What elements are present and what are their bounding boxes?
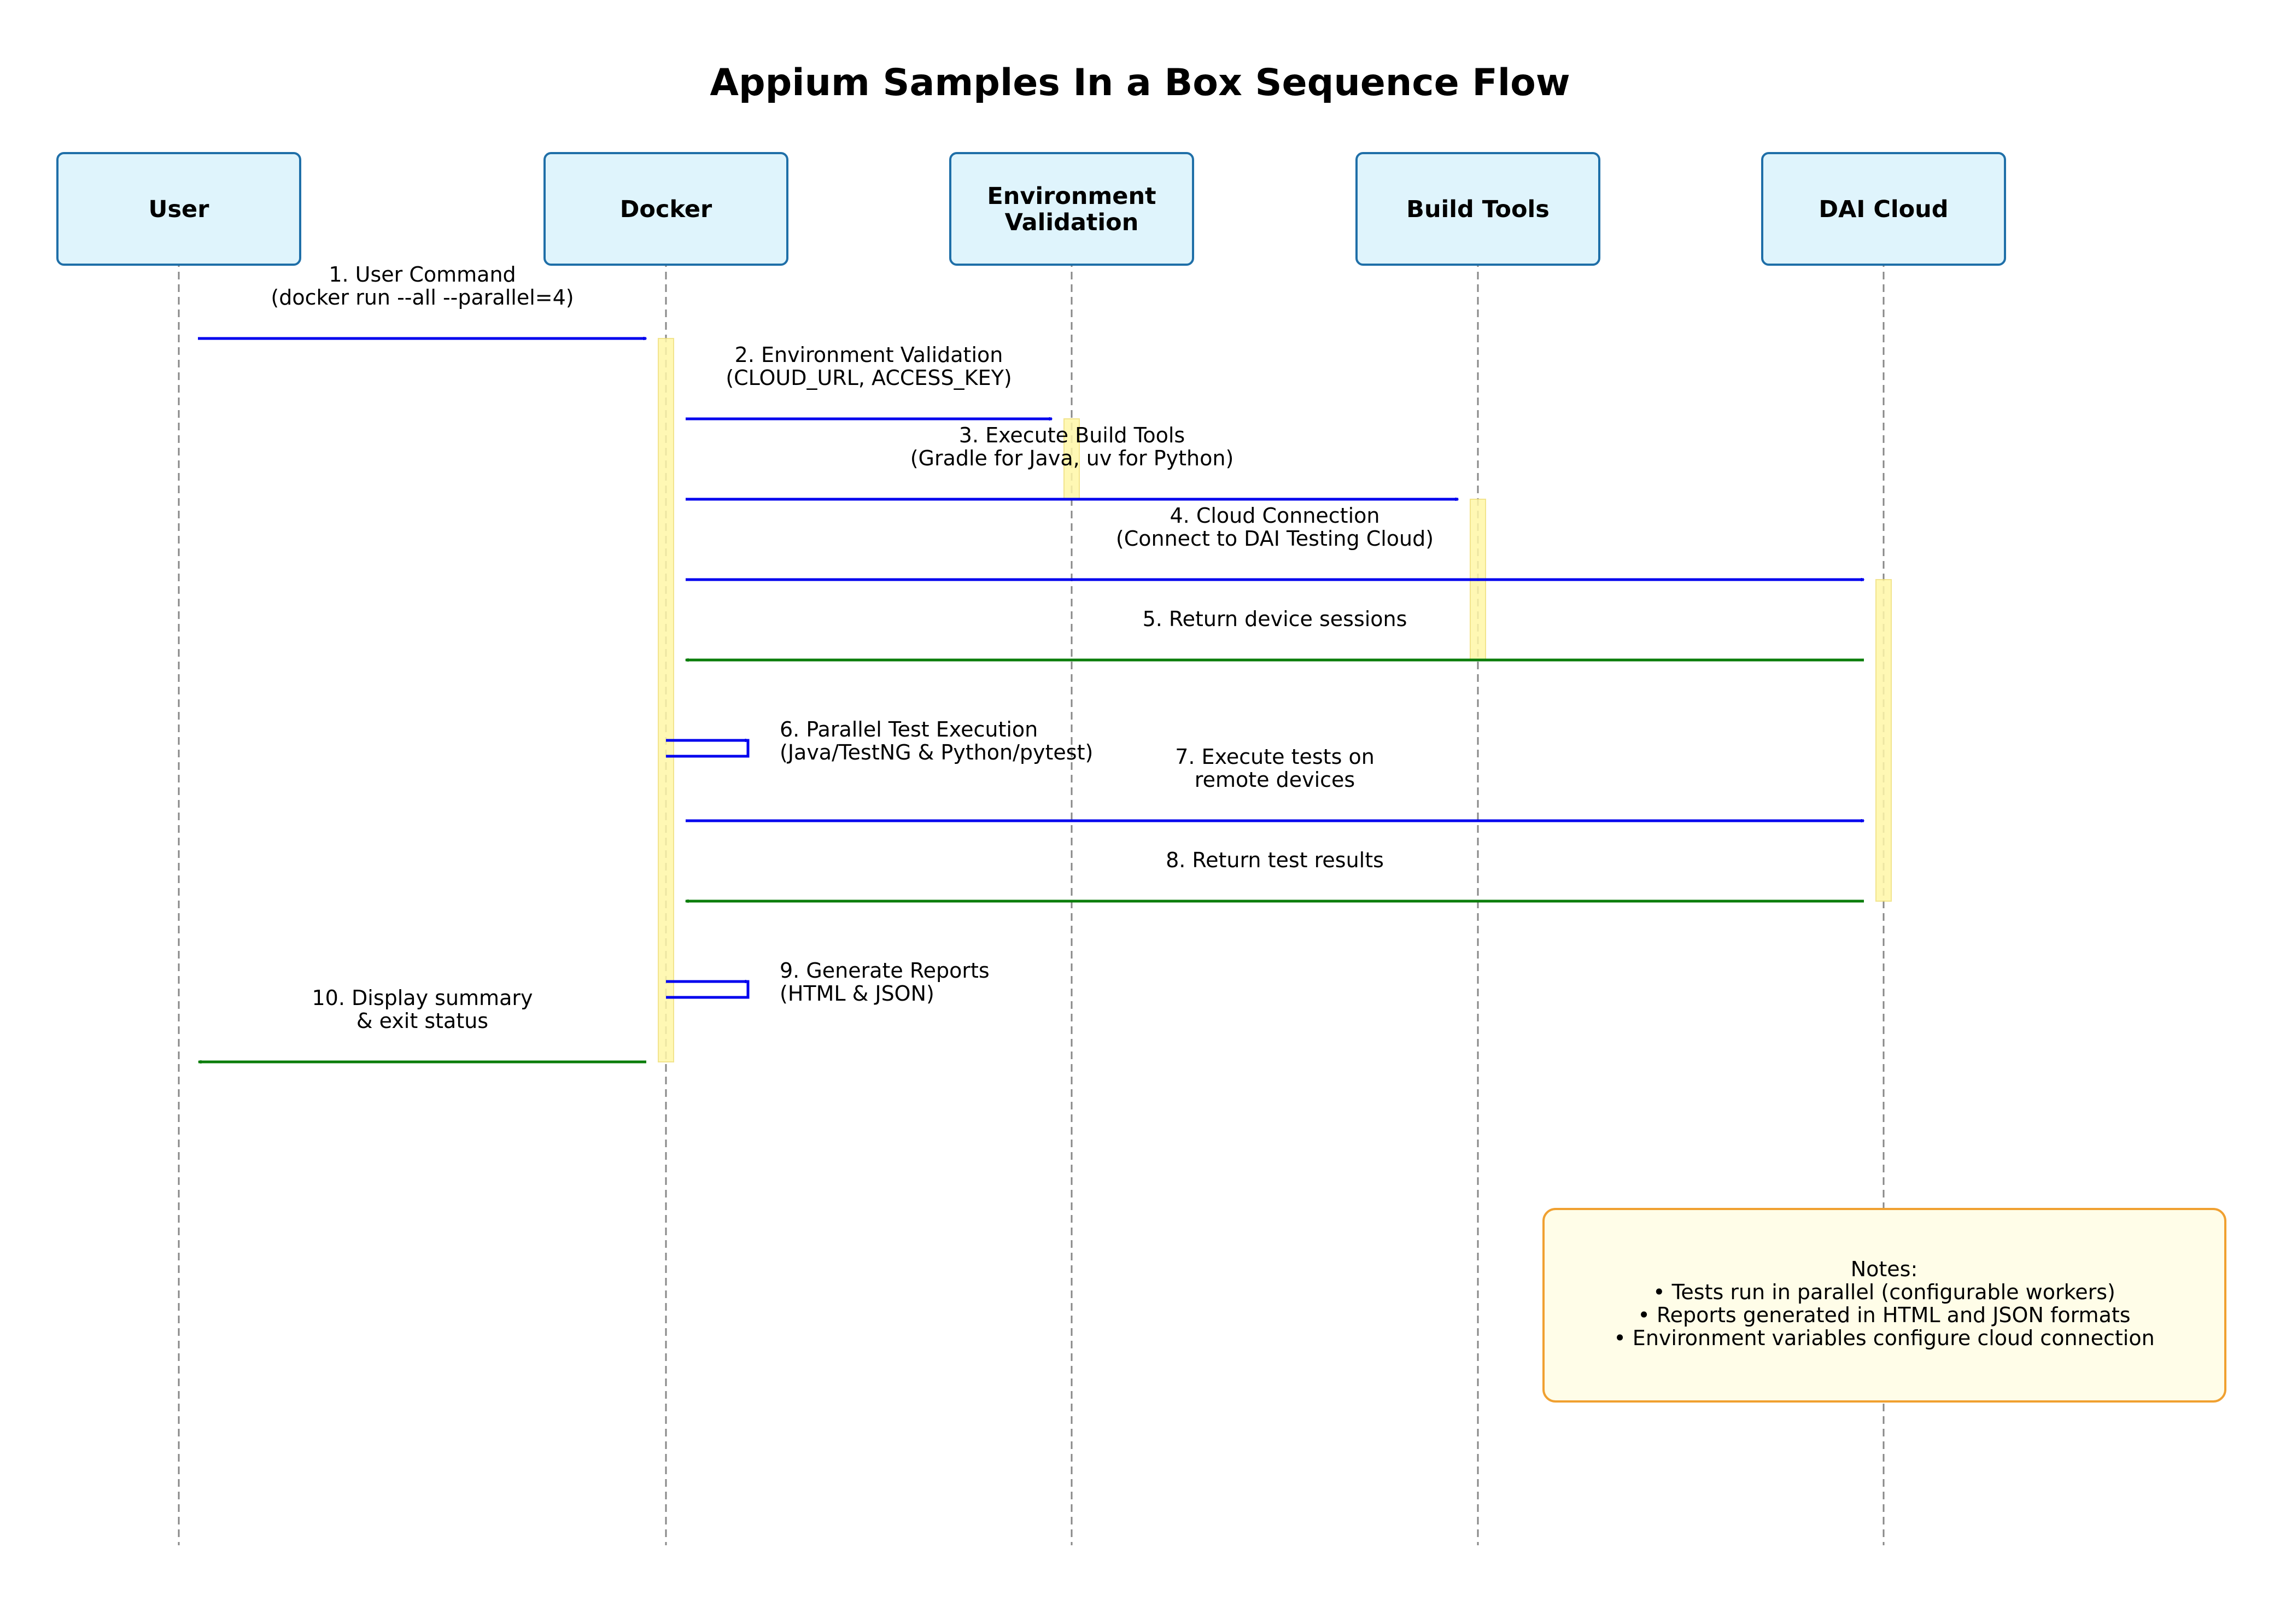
actor-box <box>1355 152 1600 266</box>
message-label-line: (Connect to DAI Testing Cloud) <box>1116 527 1434 551</box>
actor-build: Build Tools <box>1355 152 1600 266</box>
note-line: • Environment variables configure cloud … <box>1613 1326 2154 1350</box>
actor-label: Docker <box>620 196 712 223</box>
message-label-line: remote devices <box>1195 768 1355 792</box>
activation-bar-env <box>1063 418 1080 500</box>
message-label-line: (docker run --all --parallel=4) <box>271 285 574 309</box>
notes-box-frame <box>1542 1208 2226 1403</box>
message-label-line: 5. Return device sessions <box>1143 607 1407 631</box>
actor-box <box>56 152 301 266</box>
actor-box <box>1761 152 2006 266</box>
self-loop-outline <box>666 739 750 758</box>
actor-user: User <box>56 152 301 266</box>
self-loop-outline <box>666 980 750 999</box>
activation-bar-cloud <box>1875 579 1892 902</box>
message-label-line: 7. Execute tests on <box>1175 745 1375 769</box>
message-label-line: 2. Environment Validation <box>735 343 1003 367</box>
message-label-line: & exit status <box>356 1009 488 1033</box>
actor-box <box>543 152 788 266</box>
note-line: Notes: <box>1851 1257 1918 1281</box>
message-10: 10. Display summary& exit status <box>198 986 646 1062</box>
message-3: 3. Execute Build Tools(Gradle for Java, … <box>686 423 1458 499</box>
message-label-line: (Gradle for Java, uv for Python) <box>910 446 1234 470</box>
activation-bar-docker <box>658 338 674 1062</box>
message-2: 2. Environment Validation(CLOUD_URL, ACC… <box>686 343 1052 419</box>
message-label-line: 10. Display summary <box>312 986 533 1010</box>
message-6: 6. Parallel Test Execution(Java/TestNG &… <box>666 717 1093 764</box>
actor-box <box>949 152 1194 266</box>
messages: 1. User Command(docker run --all --paral… <box>198 262 1864 1062</box>
message-5: 5. Return device sessions <box>686 607 1864 660</box>
actor-label: Build Tools <box>1406 196 1550 223</box>
message-label-line: 6. Parallel Test Execution <box>780 717 1038 741</box>
diagram-title: Appium Samples In a Box Sequence Flow <box>710 61 1570 104</box>
message-label-line: 9. Generate Reports <box>780 959 990 983</box>
message-label-line: 1. User Command <box>329 262 516 287</box>
message-8: 8. Return test results <box>686 848 1864 901</box>
message-9: 9. Generate Reports(HTML & JSON) <box>666 959 990 1006</box>
actor-label: Environment <box>987 183 1156 210</box>
message-4: 4. Cloud Connection(Connect to DAI Testi… <box>686 504 1864 580</box>
actor-label: DAI Cloud <box>1819 196 1948 223</box>
actor-label: Validation <box>1005 209 1139 236</box>
actor-docker: Docker <box>543 152 788 266</box>
message-label-line: (CLOUD_URL, ACCESS_KEY) <box>726 366 1012 390</box>
notes-box: Notes:• Tests run in parallel (configura… <box>1542 1208 2226 1403</box>
message-1: 1. User Command(docker run --all --paral… <box>198 262 646 338</box>
note-line: • Reports generated in HTML and JSON for… <box>1638 1303 2130 1327</box>
message-label-line: 4. Cloud Connection <box>1170 504 1380 528</box>
activation-bars <box>658 338 1892 1062</box>
note-line: • Tests run in parallel (configurable wo… <box>1653 1280 2115 1304</box>
message-label-line: (HTML & JSON) <box>780 982 934 1006</box>
message-label-line: 8. Return test results <box>1166 848 1384 872</box>
actor-cloud: DAI Cloud <box>1761 152 2006 266</box>
message-label-line: (Java/TestNG & Python/pytest) <box>780 740 1093 764</box>
actor-label: User <box>149 196 210 223</box>
message-label-line: 3. Execute Build Tools <box>959 423 1185 447</box>
